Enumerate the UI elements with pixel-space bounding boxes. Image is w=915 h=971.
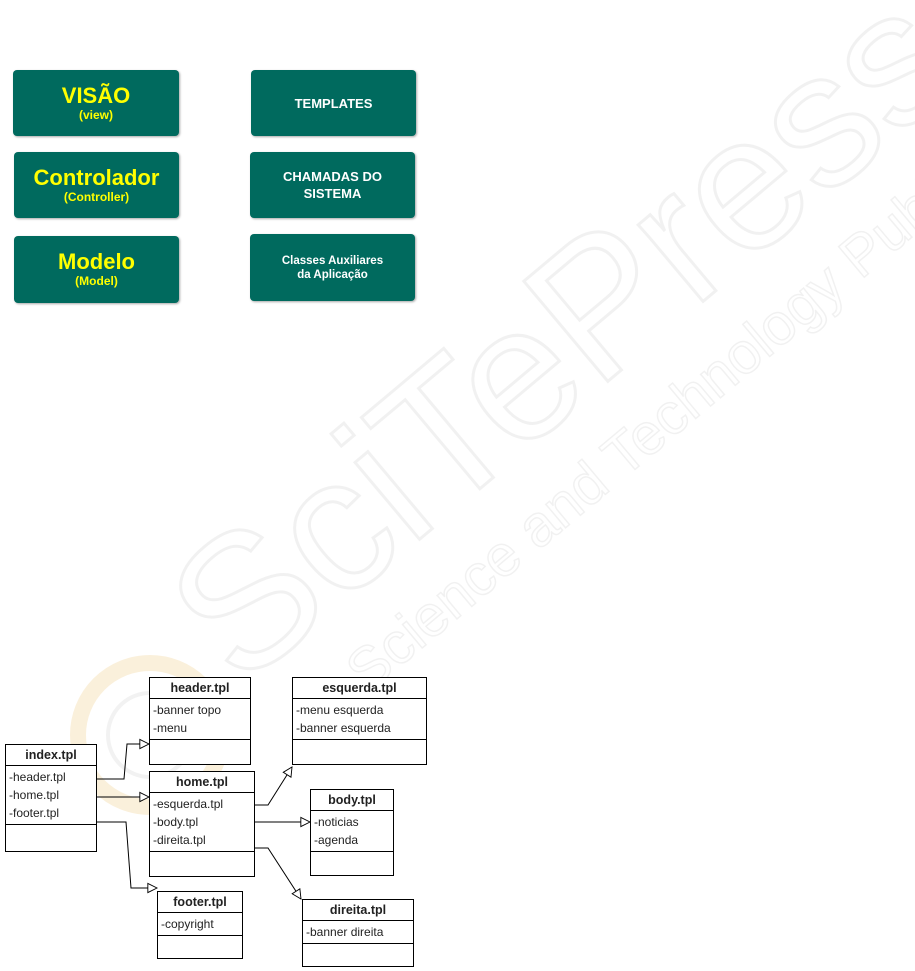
connector-index-header (96, 744, 149, 780)
uml-class-header: header.tpl -banner topo -menu (149, 677, 251, 765)
controller-box: Controlador (Controller) (14, 152, 179, 218)
uml-attr: -banner topo (153, 703, 222, 717)
model-title: Modelo (58, 249, 135, 274)
uml-class-name: body.tpl (311, 790, 393, 811)
uml-attr: -menu esquerda (296, 703, 384, 717)
uml-attr: -direita.tpl (153, 833, 206, 847)
connector-home-esquerda (255, 767, 292, 806)
templates-box: TEMPLATES (251, 70, 416, 136)
uml-class-index: index.tpl -header.tpl -home.tpl -footer.… (5, 744, 97, 852)
uml-class-name: footer.tpl (158, 892, 242, 913)
uml-attr: -banner esquerda (296, 721, 391, 735)
view-subtitle: (view) (78, 107, 113, 122)
uml-class-direita: direita.tpl -banner direita (302, 899, 414, 967)
view-box: VISÃO (view) (13, 70, 179, 136)
uml-class-body: body.tpl -noticias -agenda (310, 789, 394, 876)
uml-attr: -body.tpl (153, 815, 199, 829)
uml-class-name: direita.tpl (303, 900, 413, 921)
uml-class-name: esquerda.tpl (293, 678, 426, 699)
system-calls-box: CHAMADAS DO SISTEMA (250, 152, 415, 218)
uml-attr: -copyright (161, 917, 214, 931)
uml-attr: -menu (153, 721, 188, 735)
uml-class-name: index.tpl (6, 745, 96, 766)
connector-index-footer (96, 821, 157, 888)
uml-attr: -esquerda.tpl (153, 797, 224, 811)
uml-class-name: header.tpl (150, 678, 250, 699)
uml-attr: -noticias (314, 815, 359, 829)
uml-attr: -banner direita (306, 925, 384, 939)
connector-home-direita (255, 847, 301, 899)
system-calls-line1: CHAMADAS DO (283, 169, 382, 184)
uml-attr: -home.tpl (9, 788, 60, 802)
aux-classes-box: Classes Auxiliares da Aplicação (250, 234, 415, 301)
uml-class-footer: footer.tpl -copyright (157, 891, 243, 959)
model-subtitle: (Model) (75, 274, 118, 288)
view-title: VISÃO (61, 82, 131, 108)
controller-subtitle: (Controller) (63, 189, 130, 204)
uml-attr: -header.tpl (9, 770, 66, 784)
uml-class-esquerda: esquerda.tpl -menu esquerda -banner esqu… (292, 677, 427, 765)
uml-attr: -footer.tpl (9, 806, 60, 820)
controller-title: Controlador (33, 164, 160, 190)
model-box: Modelo (Model) (14, 236, 179, 303)
aux-classes-line1: Classes Auxiliares (281, 254, 384, 267)
templates-label: TEMPLATES (294, 95, 373, 111)
uml-class-home: home.tpl -esquerda.tpl -body.tpl -direit… (149, 771, 255, 877)
uml-class-name: home.tpl (150, 772, 254, 793)
system-calls-line2: SISTEMA (303, 186, 362, 201)
uml-attr: -agenda (314, 833, 359, 847)
aux-classes-line2: da Aplicação (297, 268, 368, 281)
